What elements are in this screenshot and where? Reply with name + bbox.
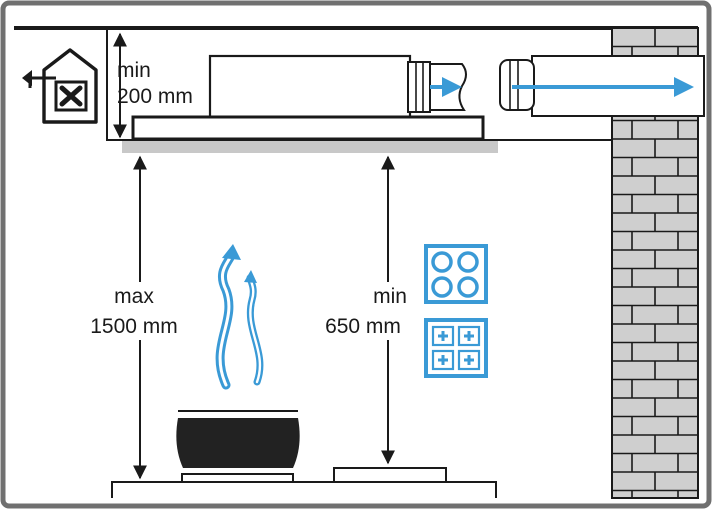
hob-plate-left [181,473,294,482]
steam-arrow-head-left [222,244,241,260]
hood-duct-module [208,54,467,120]
max-height-label-value: 1500 mm [90,315,178,338]
min-height-label-value: 650 mm [325,315,401,338]
cooking-pot [176,410,300,468]
duct-clearance-label-value: 200 mm [117,85,193,108]
electric-hob-icon [424,244,488,304]
max-height-label-max: max [114,285,154,308]
gas-hob-icon [424,318,488,378]
min-height-label-min: min [373,285,407,308]
hood-body [131,115,485,141]
hob-plate-right [333,467,447,482]
steam-arrow-head-right [244,270,257,283]
counter-top [111,481,497,498]
hood-underside [122,141,498,153]
duct-clearance-label-min: min [117,59,151,82]
house-fan-exhaust-icon [22,48,98,124]
steam-plume [215,248,264,390]
